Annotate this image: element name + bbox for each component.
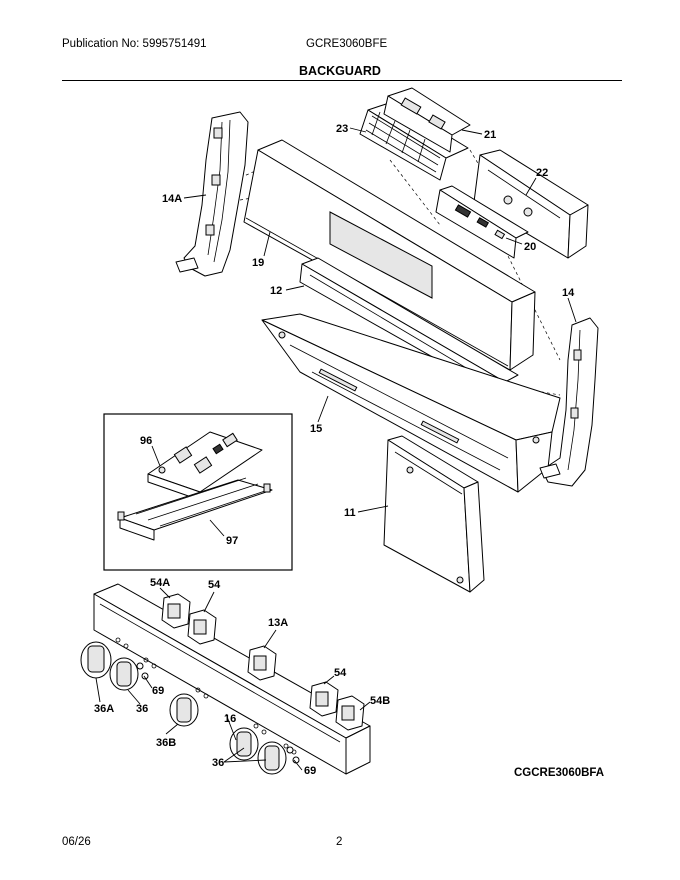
knob-36b: [169, 693, 199, 727]
leader-lines: [95, 127, 577, 771]
callout-54b: 54B: [370, 695, 390, 707]
callout-69-lower: 69: [304, 765, 316, 777]
callout-14a: 14A: [162, 193, 182, 205]
switch-54a: [161, 593, 191, 629]
callout-11: 11: [344, 507, 356, 519]
callout-19: 19: [252, 257, 264, 269]
callout-96: 96: [140, 435, 152, 447]
callout-15: 15: [310, 423, 322, 435]
callout-69: 69: [152, 685, 164, 697]
callout-labels: 23 21 22 20 14A 19 12 14 15 96 97 11 54A…: [94, 123, 575, 777]
callout-36: 36: [136, 703, 148, 715]
callout-22: 22: [536, 167, 548, 179]
right-end-cap-14: [539, 317, 599, 487]
spring-69-right: [286, 746, 300, 764]
callout-20: 20: [524, 241, 536, 253]
callout-16: 16: [224, 713, 236, 725]
switch-13a: [247, 645, 277, 681]
header-rule: [62, 80, 622, 81]
callout-36b: 36B: [156, 737, 176, 749]
callout-36-lower: 36: [212, 757, 224, 769]
relay-board-96: [147, 431, 263, 501]
footer-date: 06/26: [62, 836, 91, 848]
knob-36a: [80, 641, 112, 679]
callout-97: 97: [226, 535, 238, 547]
page-number: 2: [336, 836, 343, 848]
switch-54b: [335, 695, 365, 731]
left-end-cap-14a: [175, 111, 249, 277]
control-panel-16: [93, 583, 371, 775]
switch-54-lower: [309, 681, 339, 717]
switch-54-top: [187, 609, 217, 645]
callout-21: 21: [484, 129, 496, 141]
figure-code: CGCRE3060BFA: [514, 767, 604, 779]
knob-36-right-2: [257, 741, 287, 775]
section-title: BACKGUARD: [299, 64, 381, 78]
inset-detail-box: [103, 413, 293, 571]
callout-54: 54: [208, 579, 221, 591]
backguard-frame-15: [261, 313, 561, 493]
electronic-control-22: [473, 149, 589, 259]
callout-13a: 13A: [268, 617, 288, 629]
mounting-bracket-97: [117, 477, 273, 541]
model-number: GCRE3060BFE: [306, 38, 388, 50]
rear-cover-11: [383, 435, 485, 593]
bracket-21: [383, 87, 471, 153]
control-board-20: [435, 185, 529, 259]
callout-23: 23: [336, 123, 348, 135]
callout-54-lower: 54: [334, 667, 347, 679]
callout-12: 12: [270, 285, 282, 297]
spring-69-left: [136, 662, 149, 680]
callout-36a: 36A: [94, 703, 114, 715]
knob-36-left: [109, 657, 139, 691]
callout-14: 14: [562, 287, 575, 299]
publication-number: Publication No: 5995751491: [62, 38, 207, 50]
callout-54a: 54A: [150, 577, 170, 589]
